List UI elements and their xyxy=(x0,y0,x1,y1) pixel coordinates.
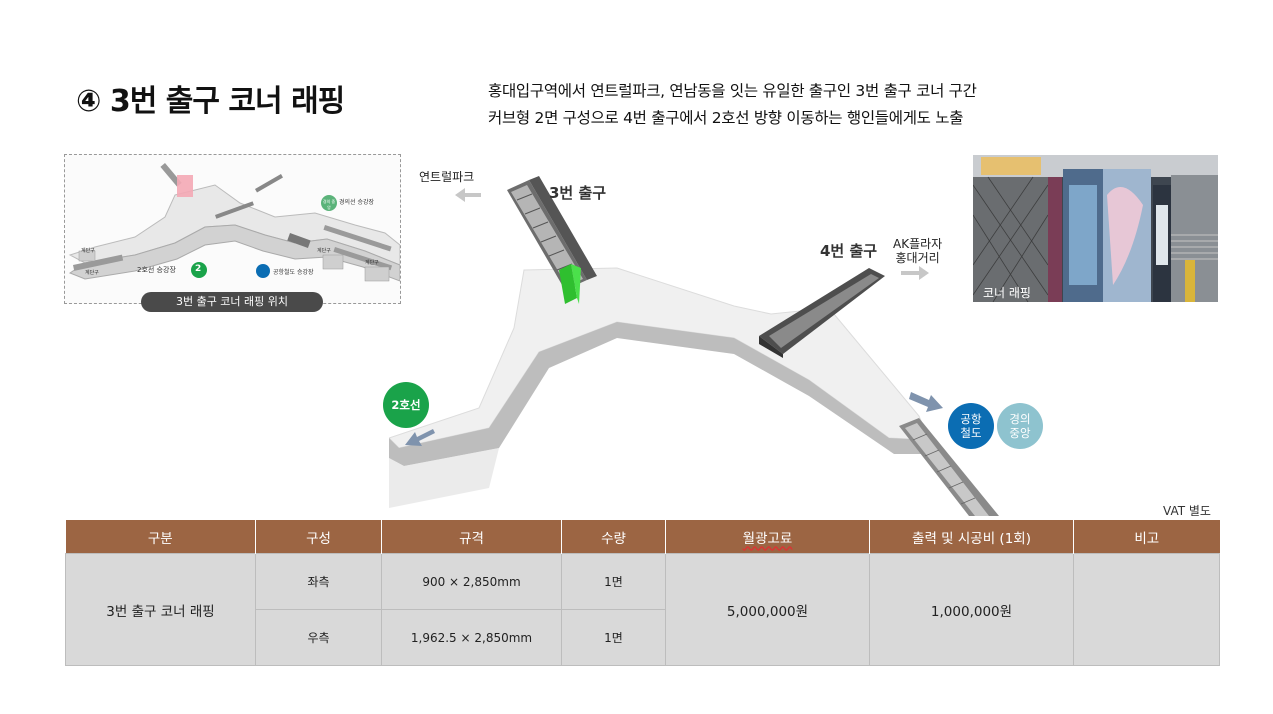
badge-line-2: 2호선 xyxy=(383,382,429,428)
inset-map-drawing xyxy=(65,155,400,303)
section-title: 3번 출구 코너 래핑 xyxy=(109,84,345,119)
badge-airport-railroad: 공항 철도 xyxy=(948,403,994,449)
cell-install-fee: 1,000,000원 xyxy=(869,553,1074,666)
table-header-row: 구분 구성 규격 수량 월광고료 출력 및 시공비 (1회) 비고 xyxy=(65,520,1220,554)
badge-gyeongui-jungang: 경의 중앙 xyxy=(997,403,1043,449)
badge-airport-line2: 철도 xyxy=(960,426,982,440)
inset-exit-label: 계단구 xyxy=(81,248,95,254)
arrow-to-ak xyxy=(901,266,929,280)
label-exit-3: 3번 출구 xyxy=(549,184,607,202)
station-3d-diagram xyxy=(389,176,999,516)
header-size: 규격 xyxy=(381,520,562,554)
label-ak-line2: 홍대거리 xyxy=(895,251,940,265)
cell-monthly-fee: 5,000,000원 xyxy=(665,553,870,666)
description-line-2: 커브형 2면 구성으로 4번 출구에서 2호선 방향 이동하는 행인들에게도 노… xyxy=(488,109,964,127)
cell-size: 900 × 2,850mm xyxy=(381,553,562,610)
exit3-escalator xyxy=(507,176,597,290)
badge-gyeongui-line1: 경의 xyxy=(1009,412,1031,426)
inset-exit-label: 계단구 xyxy=(365,260,379,266)
cell-note xyxy=(1073,553,1220,666)
vat-note: VAT 별도 xyxy=(1163,504,1211,518)
inset-gyeongui-badge: 경의 중앙 xyxy=(322,199,336,210)
description-line-1: 홍대입구역에서 연트럴파크, 연남동을 잇는 유일한 출구인 3번 출구 코너 … xyxy=(488,82,977,100)
inset-exit-label: 계단구 xyxy=(85,270,99,276)
arrow-to-airport xyxy=(909,392,943,412)
cell-size: 1,962.5 × 2,850mm xyxy=(381,609,562,666)
inset-platform-gyeongui-label: 경의선 승강장 xyxy=(339,199,375,206)
arrow-to-line2 xyxy=(405,429,435,446)
label-exit-4: 4번 출구 xyxy=(820,242,878,260)
inset-platform-line2-label: 2호선 승강장 xyxy=(137,266,176,274)
page-title: ④ 3번 출구 코너 래핑 xyxy=(76,76,345,120)
inset-highlight xyxy=(177,175,193,197)
cell-item: 3번 출구 코너 래핑 xyxy=(65,553,256,666)
label-ak-line1: AK플라자 xyxy=(893,237,943,251)
table-row: 우측 1,962.5 × 2,850mm 1면 xyxy=(66,609,1220,666)
badge-airport-line1: 공항 xyxy=(960,412,982,426)
pricing-table: 구분 구성 규격 수량 월광고료 출력 및 시공비 (1회) 비고 3번 출구 … xyxy=(65,520,1220,666)
wrapping-highlight xyxy=(559,264,581,304)
header-install-fee: 출력 및 시공비 (1회) xyxy=(869,520,1074,554)
label-ak-plaza: AK플라자 홍대거리 xyxy=(893,237,942,265)
header-monthly-fee: 월광고료 xyxy=(665,520,870,554)
cell-part: 좌측 xyxy=(255,553,382,610)
section-number: ④ xyxy=(76,84,101,119)
label-yeontral-park: 연트럴파크 xyxy=(419,170,475,184)
header-quantity: 수량 xyxy=(561,520,666,554)
exit4-escalator xyxy=(759,268,885,358)
inset-exit-label: 계단구 xyxy=(317,248,331,254)
inset-caption: 3번 출구 코너 래핑 위치 xyxy=(141,292,323,312)
header-note: 비고 xyxy=(1073,520,1220,554)
header-composition: 구성 xyxy=(255,520,382,554)
header-category: 구분 xyxy=(65,520,256,554)
description: 홍대입구역에서 연트럴파크, 연남동을 잇는 유일한 출구인 3번 출구 코너 … xyxy=(488,78,977,132)
inset-location-map: 2호선 승강장 2 공항철도 승강장 경의선 승강장 경의 중앙 계단구 계단구… xyxy=(64,154,401,304)
corner-photo-drawing xyxy=(973,155,1218,302)
cell-part: 우측 xyxy=(255,609,382,666)
inset-platform-airport-label: 공항철도 승강장 xyxy=(273,269,314,276)
inset-line2-number: 2 xyxy=(195,264,202,274)
cell-qty: 1면 xyxy=(561,553,666,610)
badge-gyeongui-line2: 중앙 xyxy=(1009,426,1031,440)
lower-escalator xyxy=(899,418,999,516)
cell-qty: 1면 xyxy=(561,609,666,666)
corner-photo xyxy=(973,155,1218,302)
table-row: 3번 출구 코너 래핑 좌측 900 × 2,850mm 1면 5,000,00… xyxy=(65,553,1220,666)
photo-caption: 코너 래핑 xyxy=(983,286,1031,300)
arrow-to-yeontral xyxy=(455,188,481,202)
